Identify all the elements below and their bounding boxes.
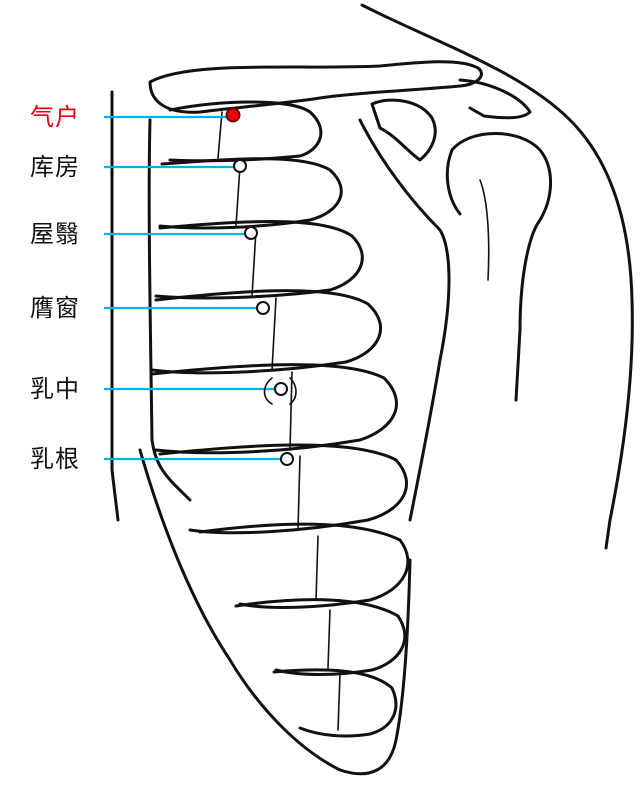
acupoint-label-qihu: 气户 (30, 103, 80, 131)
rib-joints (217, 111, 341, 731)
acupoint-rugen-marker (280, 452, 294, 466)
neck-shoulder-outline (360, 3, 634, 550)
acupoint-wuyi-marker (244, 226, 258, 240)
acupoint-label-yingchuang: 膺窗 (30, 294, 80, 322)
acupoint-label-wuyi: 屋翳 (30, 220, 80, 248)
acupoint-label-kufang: 库房 (30, 153, 80, 181)
scapula-edge (358, 118, 451, 522)
acupoint-label-ruzhong: 乳中 (30, 375, 80, 403)
body-left-edge (110, 90, 120, 522)
sternum (147, 118, 192, 502)
acupoint-label-rugen: 乳根 (30, 445, 80, 473)
humerus-detail (479, 179, 490, 281)
coracoid (370, 98, 437, 162)
clavicle (148, 60, 483, 114)
humerus-head (445, 132, 553, 402)
acupoint-ruzhong-marker (274, 382, 288, 396)
acupoint-yingchuang-marker (256, 301, 270, 315)
acupoint-qihu-marker (225, 107, 241, 123)
acromion (458, 78, 532, 120)
acupoint-kufang-marker (233, 159, 247, 173)
ribs (138, 100, 412, 776)
nipple-outline (263, 377, 297, 405)
